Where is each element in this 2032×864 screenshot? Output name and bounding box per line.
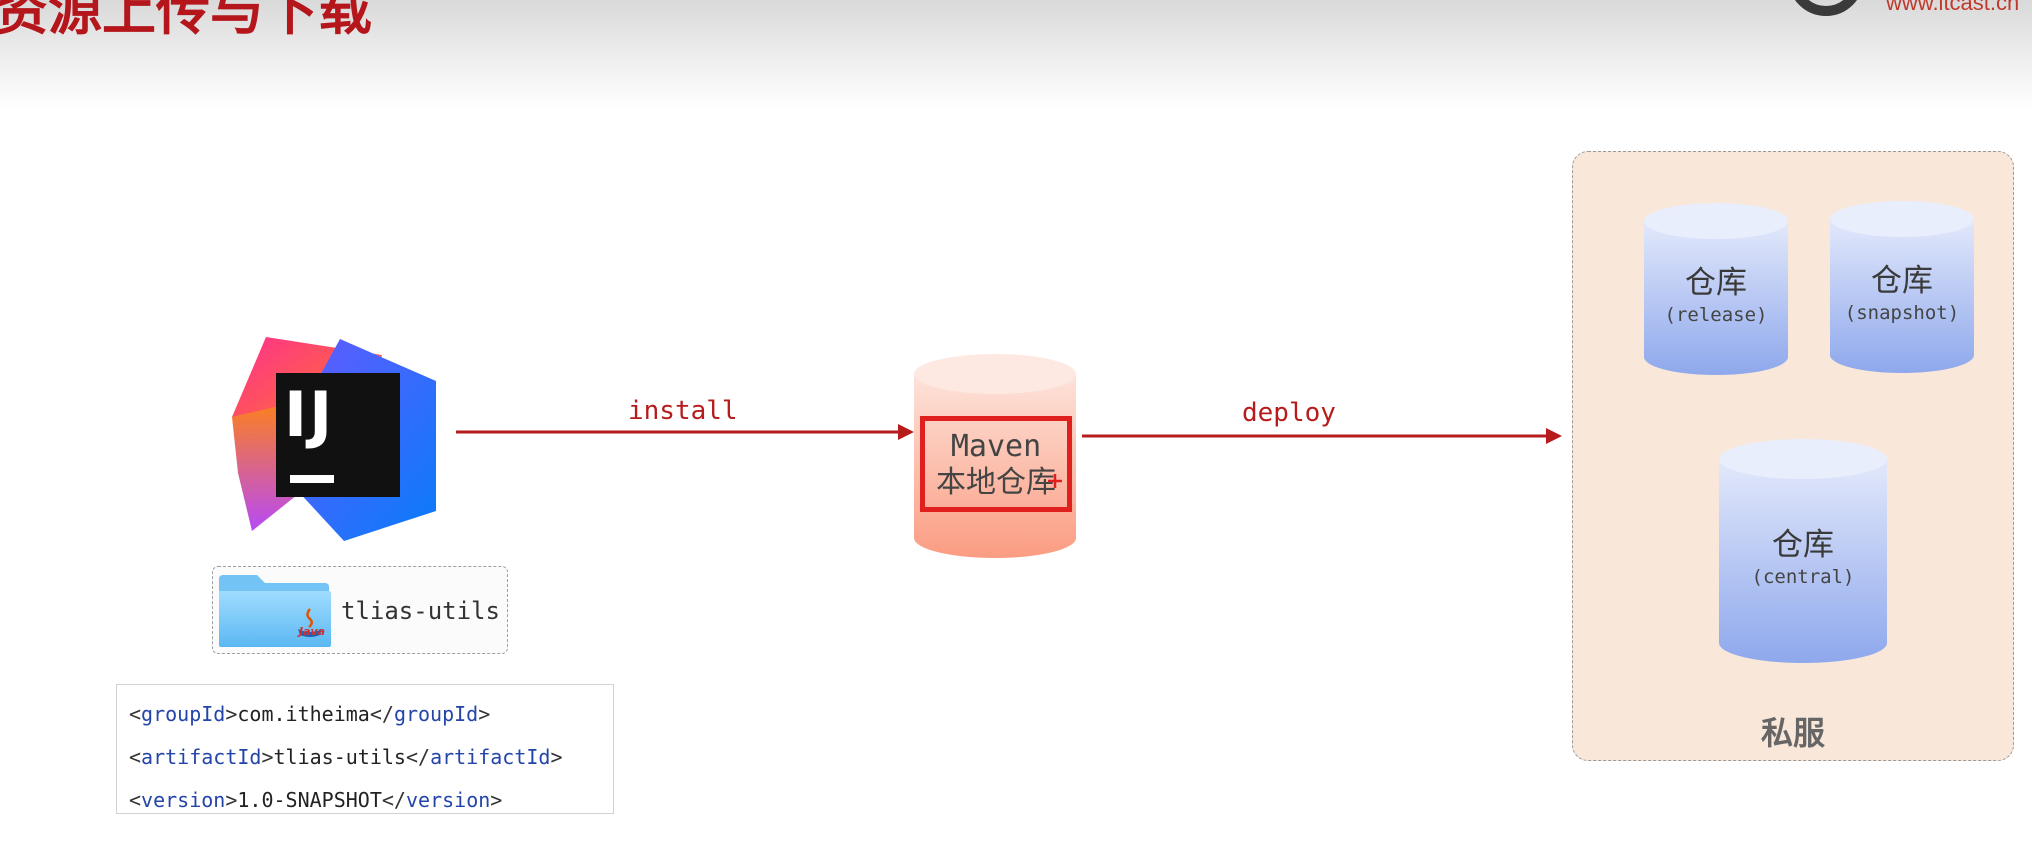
private-server-group: 仓库 (release) 仓库 (snapshot): [1572, 151, 2014, 761]
xml-tag-open: version: [141, 788, 226, 812]
page-title: 资源上传与下载: [0, 0, 372, 42]
repo-release-cylinder[interactable]: [1642, 201, 1790, 377]
local-repo-highlight[interactable]: Maven 本地仓库: [920, 416, 1072, 512]
local-repo-subtitle: 本地仓库: [936, 465, 1056, 500]
xml-value: com.itheima: [237, 702, 370, 726]
java-folder-icon: [219, 575, 331, 647]
coordinate-line-groupid: <groupId>com.itheima</groupId>: [129, 702, 491, 726]
repo-snapshot-name: 仓库: [1871, 263, 1933, 299]
repo-central-label: 仓库 (central): [1717, 526, 1889, 590]
intellij-idea-icon: [232, 337, 436, 541]
repo-snapshot-label: 仓库 (snapshot): [1828, 262, 1976, 326]
repo-central-name: 仓库: [1772, 527, 1834, 563]
intellij-logo-letters: IJ: [284, 378, 335, 451]
deploy-label: deploy: [1242, 398, 1336, 428]
repo-central-cylinder[interactable]: [1717, 437, 1889, 665]
project-name-label: tlias-utils: [341, 597, 500, 625]
brand-logo-text: www.itcast.cn: [1886, 0, 2020, 15]
install-label: install: [628, 396, 738, 426]
xml-tag-open: groupId: [141, 702, 226, 726]
header-band: [0, 0, 2032, 110]
xml-value: tlias-utils: [273, 745, 406, 769]
repo-release-type: (release): [1664, 304, 1768, 326]
xml-tag-close: artifactId: [430, 745, 551, 769]
install-arrowhead-icon: [898, 424, 914, 440]
repo-release-label: 仓库 (release): [1642, 264, 1790, 328]
repo-central-type: (central): [1751, 566, 1855, 588]
crosshair-cursor-icon: [1048, 474, 1062, 488]
deploy-arrowhead-icon: [1546, 428, 1562, 444]
repo-snapshot-cylinder[interactable]: [1828, 199, 1976, 375]
xml-tag-close: groupId: [393, 702, 479, 726]
java-badge-text: Java: [299, 625, 326, 638]
private-server-label: 私服: [1760, 714, 1825, 752]
maven-coordinates-block: <groupId>com.itheima</groupId> <artifact…: [116, 684, 614, 814]
xml-tag-open: artifactId: [141, 745, 262, 769]
coordinate-line-artifactid: <artifactId>tlias-utils</artifactId>: [129, 745, 563, 769]
project-folder-item[interactable]: Java tlias-utils: [212, 566, 508, 654]
repo-release-name: 仓库: [1685, 265, 1747, 301]
coordinate-line-version: <version>1.0-SNAPSHOT</version>: [129, 788, 503, 812]
xml-tag-close: version: [405, 788, 491, 812]
repo-snapshot-type: (snapshot): [1844, 302, 1960, 324]
xml-value: 1.0-SNAPSHOT: [237, 788, 382, 812]
local-repo-name: Maven: [950, 429, 1042, 464]
